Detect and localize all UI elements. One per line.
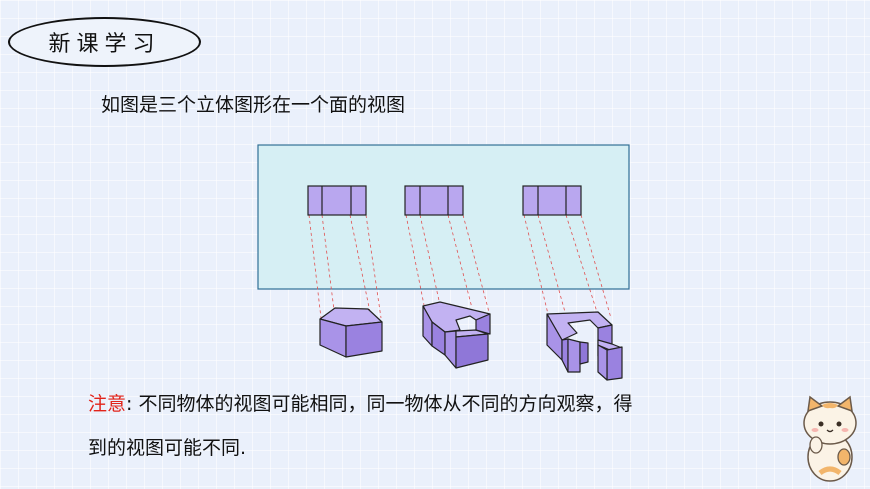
projection-lines — [308, 214, 612, 319]
section-title: 新课学习 — [48, 32, 161, 57]
note-separator: : — [126, 393, 133, 415]
solid-notched-block — [422, 301, 491, 369]
solid-u-shaped-block — [546, 311, 623, 381]
projection-plane — [257, 144, 630, 290]
intro-text: 如图是三个立体图形在一个面的视图 — [101, 94, 406, 116]
cat-mascot-icon — [803, 395, 857, 482]
section-title-badge: 新课学习 — [8, 17, 201, 67]
view-2 — [404, 185, 464, 216]
view-1 — [307, 185, 367, 216]
solid-hexagonal-prism — [319, 307, 383, 358]
view-3 — [522, 185, 582, 216]
note-line-2: 到的视图可能不同. — [88, 437, 247, 459]
note-paragraph: 注意: 不同物体的视图可能相同，同一物体从不同的方向观察，得 到的视图可能不同. — [88, 382, 788, 470]
note-line-1: 注意: 不同物体的视图可能相同，同一物体从不同的方向观察，得 — [88, 382, 788, 426]
note-keyword: 注意 — [88, 393, 127, 415]
note-line-1-text: 不同物体的视图可能相同，同一物体从不同的方向观察，得 — [138, 393, 633, 415]
